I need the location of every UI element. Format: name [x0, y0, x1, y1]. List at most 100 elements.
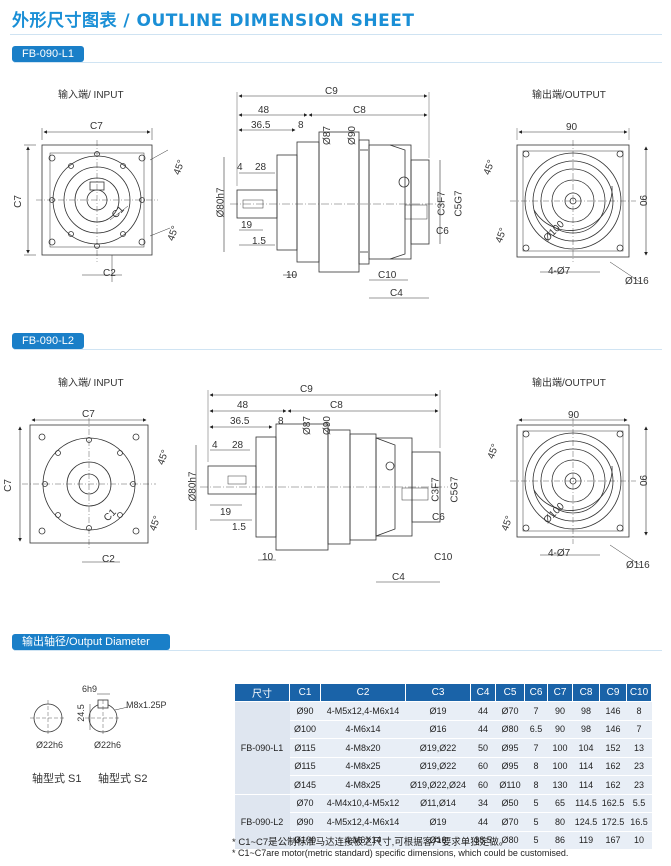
table-cell: 100	[547, 757, 573, 776]
l1-side-view	[223, 92, 441, 299]
table-cell: Ø19,Ø22,Ø24	[405, 775, 471, 795]
l1-output-front-view	[510, 128, 648, 283]
table-cell: 23	[626, 757, 652, 776]
l1-dim-90-side: 90	[637, 194, 649, 207]
l2-dim-c6: C6	[432, 512, 445, 523]
table-header: C7	[547, 683, 573, 702]
table-cell: 124.5	[572, 812, 600, 832]
title-divider	[10, 34, 662, 35]
l2-output-front-view	[510, 418, 648, 566]
table-cell: 90	[547, 720, 573, 739]
table-cell: 44	[470, 701, 496, 721]
l2-dim-c4: C4	[392, 572, 405, 583]
shaft-dim-d22-s1: Ø22h6	[36, 740, 64, 750]
l1-dim-c2: C2	[103, 268, 116, 279]
table-cell: 4-M4x10,4-M5x12	[320, 794, 406, 813]
l2-dim-c5: C5G7	[449, 476, 461, 503]
l1-dim-10: 10	[286, 270, 298, 281]
l1-dim-d90: Ø90	[346, 126, 358, 145]
table-cell: Ø19	[405, 812, 471, 832]
l1-dim-c8: C8	[353, 105, 366, 116]
table-header-row: 尺寸 C1 C2 C3 C4 C5 C6 C7 C8 C9 C10	[234, 683, 652, 702]
table-cell: 5	[524, 831, 548, 850]
table-cell: Ø90	[289, 701, 321, 721]
table-cell: 80	[547, 812, 573, 832]
l1-input-front-view	[24, 128, 171, 282]
l1-dim-90-top: 90	[566, 122, 578, 133]
shaft-dim-d22-s2: Ø22h6	[94, 740, 122, 750]
table-cell: 167	[599, 831, 627, 850]
table-cell: 4-M8x25	[320, 775, 406, 795]
table-cell: 60	[470, 757, 496, 776]
table-model-cell: FB-090-L1	[234, 701, 290, 795]
shaft-section-tag: 输出轴径/Output Diameter	[12, 634, 170, 650]
shaft-type-s2: 轴型式 S2	[98, 773, 148, 785]
l1-dim-36-5: 36.5	[251, 120, 271, 131]
table-cell: Ø100	[289, 720, 321, 739]
l1-dim-c5: C5G7	[453, 190, 465, 217]
table-cell: Ø100	[289, 831, 321, 850]
output-label-l1: 输出端/OUTPUT	[532, 90, 606, 101]
l2-dim-10: 10	[262, 552, 274, 563]
table-header: C6	[524, 683, 548, 702]
table-header: C9	[599, 683, 627, 702]
table-cell: 4-M6x14	[320, 720, 406, 739]
table-cell: 4-M8x25	[320, 757, 406, 776]
l1-dim-c10: C10	[378, 270, 397, 281]
page-title: 外形尺寸图表 / OUTLINE DIMENSION SHEET	[12, 11, 415, 31]
table-cell: 23	[626, 775, 652, 795]
table-cell: 7	[524, 738, 548, 758]
table-cell: 6.5	[524, 720, 548, 739]
input-label-l2: 输入端/ INPUT	[58, 378, 124, 389]
shaft-dim-thread: M8x1.25P	[126, 700, 167, 710]
note-line-2: * C1~C7are motor(metric standard) specif…	[232, 848, 569, 858]
shaft-dim-6h9: 6h9	[82, 684, 98, 694]
table-cell: Ø70	[495, 701, 525, 721]
table-cell: Ø80	[495, 831, 525, 850]
table-cell: 60	[470, 775, 496, 795]
table-header: C8	[572, 683, 600, 702]
l1-dim-c6: C6	[436, 226, 449, 237]
note-line-1: * C1~C7是公制标准马达连接板之尺寸,可根据客户要求单独定做。	[232, 837, 509, 848]
table-model-cell: FB-090-L2	[234, 794, 290, 850]
table-cell: 44	[470, 720, 496, 739]
l2-dim-19: 19	[220, 507, 232, 518]
l2-dim-28: 28	[232, 440, 244, 451]
l2-out-d116: Ø116	[626, 560, 650, 571]
table-header: C4	[470, 683, 496, 702]
table-header: C5	[495, 683, 525, 702]
table-cell: 162.5	[599, 794, 627, 813]
table-header: C1	[289, 683, 321, 702]
l2-dim-c7-top: C7	[82, 409, 95, 420]
section-divider-l2	[14, 349, 662, 350]
table-cell: 114.5	[572, 794, 600, 813]
l2-dim-c2: C2	[102, 554, 115, 565]
l1-dim-c7-top: C7	[90, 121, 103, 132]
l2-dim-c7-side: C7	[2, 479, 14, 492]
table-cell: 162	[599, 757, 627, 776]
table-cell: Ø70	[289, 794, 321, 813]
model-tag-l1: FB-090-L1	[12, 46, 84, 62]
table-cell: 44	[470, 812, 496, 832]
table-cell: 16.5	[626, 812, 652, 832]
table-cell: 34	[470, 794, 496, 813]
section-divider-l1	[14, 62, 662, 63]
table-cell: 90	[547, 701, 573, 721]
table-cell: 100	[547, 738, 573, 758]
table-cell: Ø16	[405, 720, 471, 739]
l2-dim-c10: C10	[434, 552, 453, 563]
shaft-dim-24-5: 24.5	[75, 704, 86, 722]
l2-dim-1-5: 1.5	[232, 522, 246, 533]
table-cell: 98	[572, 720, 600, 739]
table-cell: 50	[470, 738, 496, 758]
table-cell: 65	[547, 794, 573, 813]
table-cell: Ø145	[289, 775, 321, 795]
l2-dim-c9: C9	[300, 384, 313, 395]
l1-dim-c3: C3F7	[436, 191, 448, 216]
